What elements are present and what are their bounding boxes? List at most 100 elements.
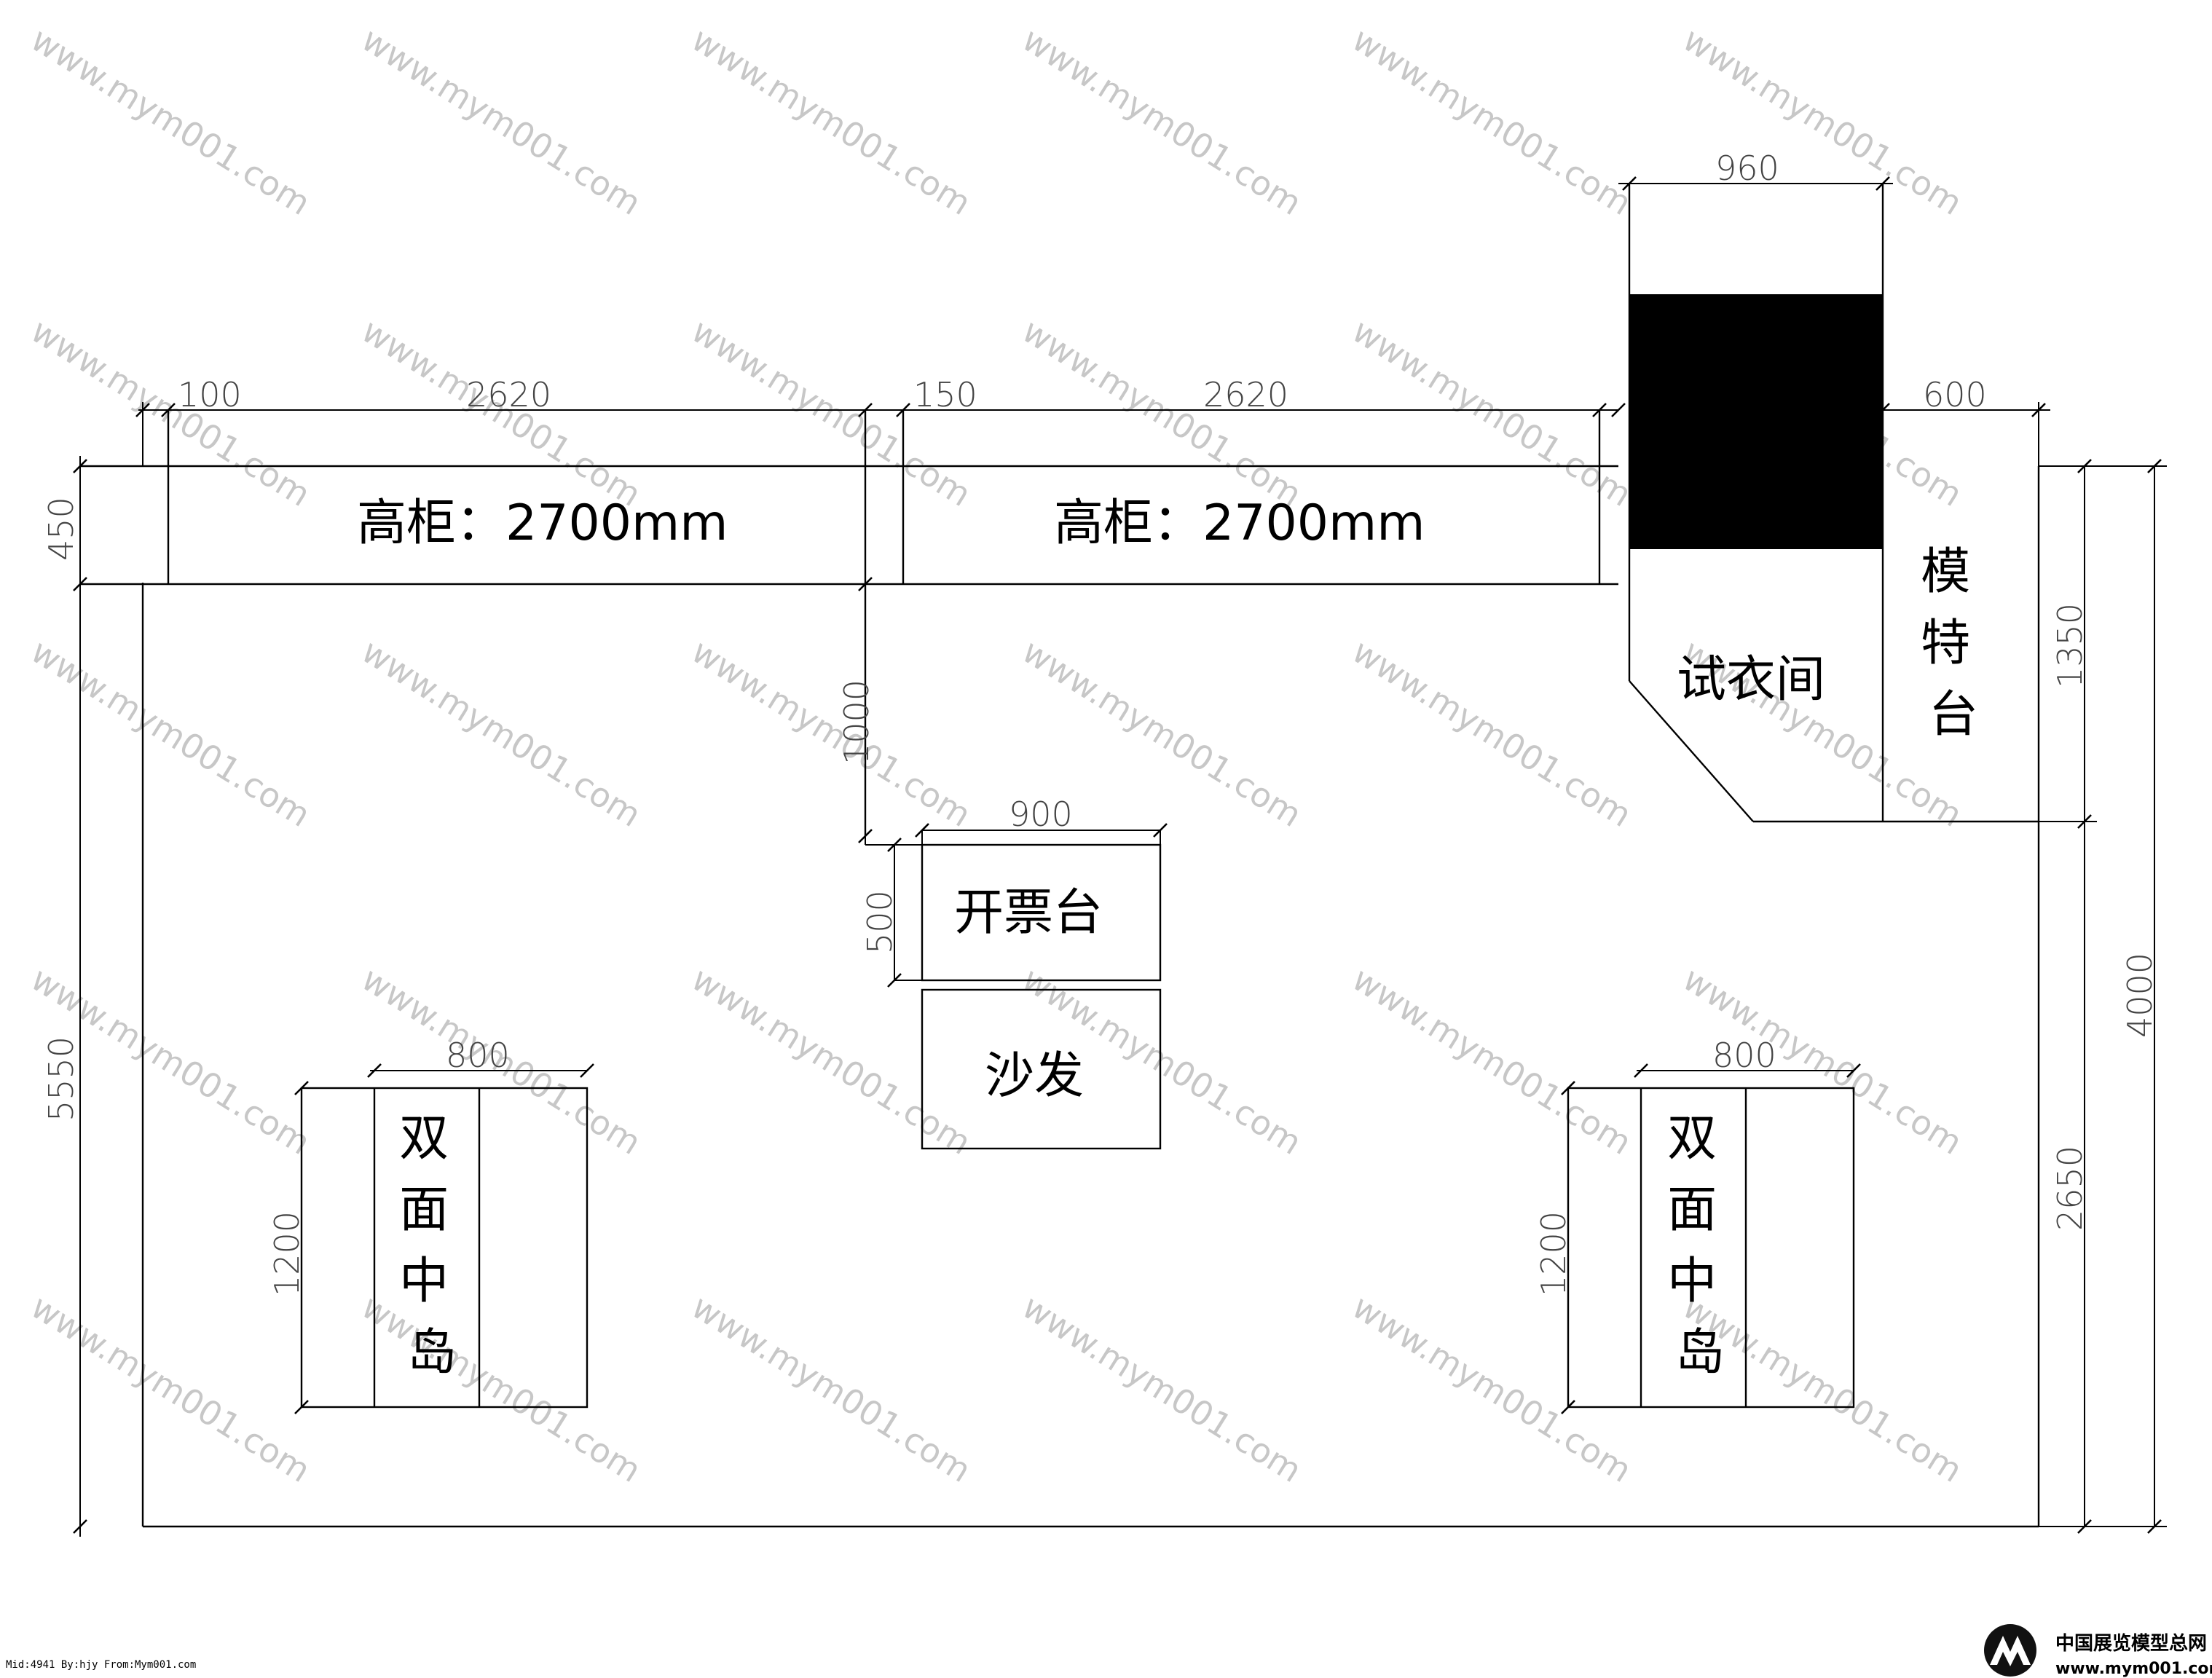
dimension-tick [367,1063,382,1078]
brand-logo-icon [1984,1624,2036,1677]
cashier-label: 开票台 [954,884,1103,942]
island-left-char-2: 面 [399,1181,449,1239]
watermark-text: www.mym001.com [24,631,317,835]
island-right-char-3: 中 [1667,1253,1717,1310]
sofa-label: 沙发 [985,1047,1084,1105]
dim-island-right-1200: 1200 [1534,1211,1573,1296]
fitting-room [1628,184,2039,823]
dimension-tick [1561,1081,1575,1095]
dimension-tick [2077,814,2092,829]
dim-island-right-800: 800 [1712,1036,1776,1075]
watermark-text: www.mym001.com [1345,1287,1638,1490]
watermark-text: www.mym001.com [1345,631,1638,835]
dim-right-2650: 2650 [2050,1146,2090,1231]
island-left-label: 双 面 中 岛 [399,1110,465,1382]
watermark-text: www.mym001.com [1345,311,1638,514]
dim-top-100: 100 [178,375,242,414]
island-right-char-2: 面 [1667,1181,1717,1239]
dimension-tick [580,1063,594,1078]
cashier-desk [921,843,1162,982]
dimension-tick [294,1400,309,1414]
footer-left-text: Mid:4941 By:hjy From:Mym001.com [6,1659,196,1671]
watermark-text: www.mym001.com [355,20,648,223]
dimension-tick [858,577,873,591]
dim-island-left-800: 800 [446,1036,510,1075]
island-left-char-1: 双 [399,1110,449,1167]
dimension-tick [2147,459,2162,473]
dimension-tick [1611,403,1626,417]
dimension-tick [858,829,873,843]
watermark-text: www.mym001.com [24,1287,317,1490]
model-stage-label: 模 特 台 [1921,543,1986,744]
dim-cashier-500: 500 [860,890,900,954]
watermark-text: www.mym001.com [355,1287,648,1490]
dimension-tick [2147,1519,2162,1534]
dimension-tick [887,973,902,988]
dim-top-2620-b: 2620 [1203,375,1288,414]
dimension-tick [896,403,910,417]
dimension-tick [1622,176,1637,191]
watermark-text: www.mym001.com [685,20,977,223]
dimension-tick [1876,403,1890,417]
cabinet-left-label: 高柜：2700mm [357,495,728,552]
dimension-tick [135,403,150,417]
dim-fitting-960: 960 [1715,149,1779,188]
watermark-text: www.mym001.com [1676,1287,1969,1490]
dim-top-150: 150 [913,375,977,414]
dimension-tick [2031,403,2046,417]
fitting-room-label: 试衣间 [1677,651,1825,709]
watermark-text: www.mym001.com [1676,20,1969,223]
dim-cashier-900: 900 [1009,795,1073,834]
island-left-char-3: 中 [399,1253,449,1310]
dimension-ticks [73,176,2162,1534]
dimension-tick [1592,403,1607,417]
model-stage-char-1: 模 [1921,543,1970,601]
fitting-room-black-block [1629,294,1883,549]
dim-left-450: 450 [42,497,81,561]
dimension-tick [858,403,873,417]
dimension-tick [2077,459,2092,473]
floor-outline [141,466,2040,1528]
dimension-tick [1634,1063,1648,1078]
dim-model-600: 600 [1923,375,1987,414]
model-stage-char-2: 特 [1921,615,1970,672]
watermark-text: www.mym001.com [1015,1287,1308,1490]
watermark-text: www.mym001.com [355,631,648,835]
brand-url: www.mym001.com [2055,1660,2212,1678]
dimension-tick [887,838,902,852]
brand-name: 中国展览模型总网 [2055,1633,2207,1655]
dimension-tick [294,1081,309,1095]
sofa [921,988,1162,1150]
watermark-text: www.mym001.com [1345,20,1638,223]
dimension-tick [1876,176,1890,191]
cabinet-right-label: 高柜：2700mm [1054,495,1425,552]
high-cabinets [80,410,1618,836]
dimension-tick [161,403,176,417]
dimension-lines [79,183,2167,1537]
dimension-tick [73,1519,87,1534]
dimension-tick [1561,1400,1575,1414]
dimension-tick [1153,823,1168,838]
dim-top-2620-a: 2620 [466,375,551,414]
island-left-char-4: 岛 [407,1324,457,1382]
dim-mid-1000: 1000 [837,680,876,765]
watermark-text: www.mym001.com [24,20,317,223]
dimension-tick [73,459,87,473]
model-stage-char-3: 台 [1929,686,1978,744]
watermark-text: www.mym001.com [24,311,317,514]
dim-island-left-1200: 1200 [267,1211,307,1296]
island-right-char-4: 岛 [1675,1324,1725,1382]
dim-right-1350: 1350 [2050,603,2090,688]
watermark-text: www.mym001.com [685,1287,977,1490]
dimension-tick [73,577,87,591]
watermark-text: www.mym001.com [685,631,977,835]
dimension-tick [1846,1063,1861,1078]
dim-left-5550: 5550 [42,1036,81,1122]
island-right-label: 双 面 中 岛 [1667,1110,1733,1382]
dimension-tick [2077,1519,2092,1534]
watermark-text: www.mym001.com [1345,959,1638,1162]
watermark-text: www.mym001.com [1015,20,1308,223]
island-right-char-1: 双 [1667,1110,1717,1167]
dimension-tick [915,823,929,838]
